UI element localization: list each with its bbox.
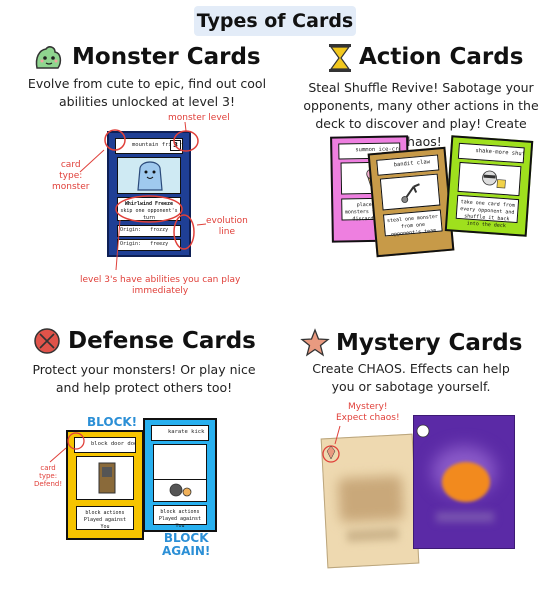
monster-card-art xyxy=(117,157,181,194)
monster-ability-name: Whirlwind Freeze xyxy=(124,201,174,207)
monster-icon xyxy=(35,46,62,69)
mystery-cards-title: Mystery Cards xyxy=(336,330,523,356)
hourglass-icon xyxy=(329,44,351,72)
mystery-cards-desc: Create CHAOS. Effects can help you or sa… xyxy=(312,361,510,394)
door-icon xyxy=(98,462,116,494)
page-title: Types of Cards xyxy=(194,6,356,36)
monster-evolution-1: Origin: frozzy xyxy=(117,225,181,237)
action-card-gold: bandit claw steal one monster from one o… xyxy=(367,146,455,258)
defense-type-annotation: card type: Defend! xyxy=(34,464,63,488)
monster-card-example: mountain frizzy 3 Whirlwind Freeze skip … xyxy=(107,131,191,257)
claw-icon xyxy=(401,183,420,203)
action-card-green: shake-more shuffle take one card from ev… xyxy=(444,135,534,237)
monster-type-annotation: card type: monster xyxy=(52,160,90,192)
abilities-annotation: level 3's have abilities you can play im… xyxy=(80,275,241,296)
mystery-annotation: Mystery! Expect chaos! xyxy=(336,402,400,423)
block-again-annotation: BLOCK AGAIN! xyxy=(162,531,211,558)
evolution-line-annotation: evolution line xyxy=(206,216,248,237)
defense-card-blue: karate kick block actions Played against… xyxy=(143,418,217,532)
defense-cards-desc: Protect your monsters! Or play nice and … xyxy=(32,362,256,395)
monster-level-annotation: monster level xyxy=(168,113,230,123)
monster-cards-desc: Evolve from cute to epic, find out cool … xyxy=(27,76,267,109)
monster-cards-title: Monster Cards xyxy=(72,44,261,70)
mystery-card-purple xyxy=(413,415,515,549)
pumpkin-icon xyxy=(442,462,490,502)
monster-ability-text: skip one opponent's turn xyxy=(120,208,178,221)
raccoon-icon xyxy=(482,170,506,189)
action-cards-title: Action Cards xyxy=(359,44,524,70)
monster-evolution-2: Origin: freezy xyxy=(117,239,181,251)
ghost-monster-icon xyxy=(137,161,163,191)
defense-cards-title: Defense Cards xyxy=(68,328,256,354)
monster-card-name: mountain frizzy xyxy=(115,138,183,154)
defense-x-icon xyxy=(34,328,60,354)
action-cards-desc: Steal Shuffle Revive! Sabotage your oppo… xyxy=(303,80,539,149)
karate-monster-icon xyxy=(169,483,192,497)
block-annotation: BLOCK! xyxy=(87,415,138,429)
star-icon xyxy=(300,328,330,357)
monster-ability-box: Whirlwind Freeze skip one opponent's tur… xyxy=(117,197,181,221)
